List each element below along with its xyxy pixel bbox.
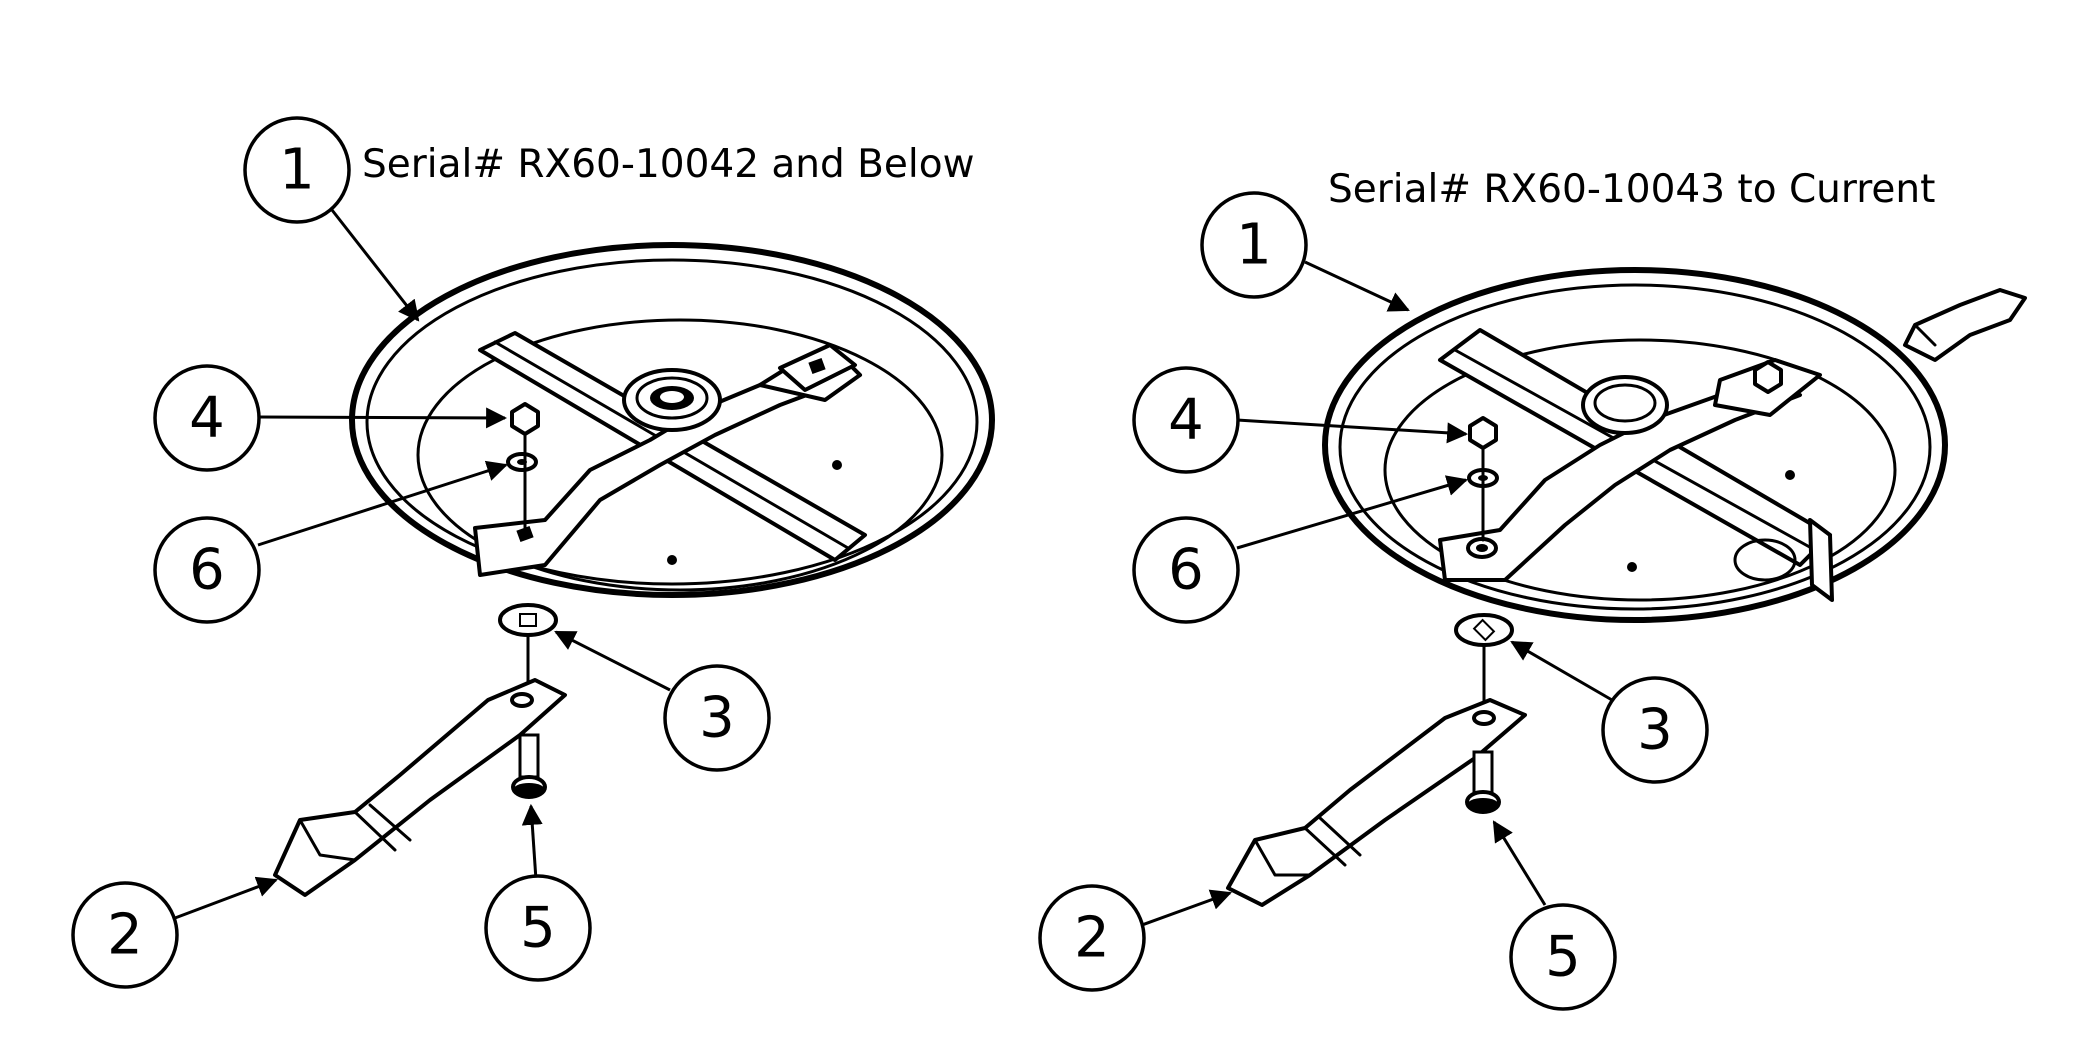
right-blade [1226,698,1527,907]
left-serial-label: Serial# RX60-10042 and Below [362,142,975,187]
right-blade-disc [1322,267,2027,623]
right-panel: Serial# RX60-10043 to Current [1038,167,2027,1011]
left-callout-5: 5 [484,874,592,982]
right-bolt [1465,750,1501,814]
left-callout-2: 2 [71,881,179,989]
right-serial-label: Serial# RX60-10043 to Current [1328,167,1935,212]
left-panel: Serial# RX60-10042 and Below [71,116,995,989]
left-callout-4: 4 [153,364,261,472]
left-washer [506,452,538,472]
svg-text:5: 5 [520,896,556,961]
svg-text:2: 2 [1074,906,1110,971]
svg-text:2: 2 [107,903,143,968]
svg-text:6: 6 [189,538,225,603]
left-blade-disc [349,242,995,598]
right-blade-spacer [1454,613,1514,647]
left-blade-spacer [498,603,558,637]
svg-text:6: 6 [1168,538,1204,603]
svg-text:3: 3 [1637,698,1673,763]
left-cross-frame [473,331,867,577]
svg-text:5: 5 [1545,925,1581,990]
svg-text:3: 3 [699,686,735,751]
right-callout-4: 4 [1132,366,1240,474]
left-callout-3: 3 [663,664,771,772]
svg-text:1: 1 [279,138,315,203]
right-callout-5: 5 [1509,903,1617,1011]
left-callout-1: 1 [243,116,351,224]
right-callout-3: 3 [1601,676,1709,784]
right-callout-2: 2 [1038,884,1146,992]
svg-text:4: 4 [1168,388,1204,453]
right-cross-frame [1438,328,1834,602]
right-nut [1468,416,1498,450]
right-callout-1: 1 [1200,191,1308,299]
svg-text:4: 4 [189,386,225,451]
left-blade [273,678,567,897]
left-bolt [511,733,547,799]
left-nut [510,402,540,436]
svg-text:1: 1 [1236,213,1272,278]
right-callout-6: 6 [1132,516,1240,624]
left-callout-6: 6 [153,516,261,624]
